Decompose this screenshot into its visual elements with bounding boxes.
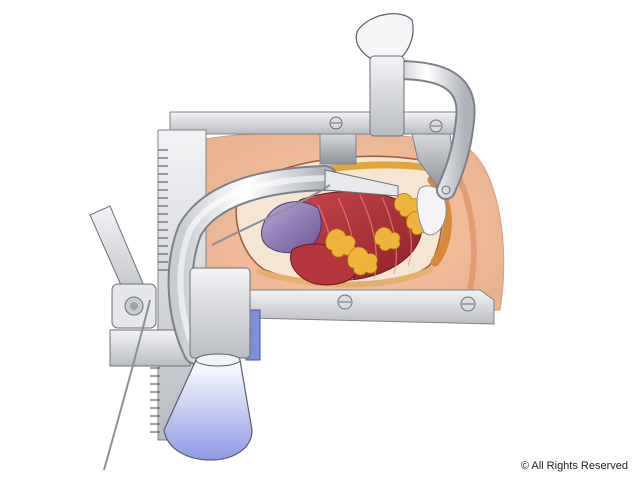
crank-handle	[89, 205, 191, 367]
retractor-frame-bottom	[245, 289, 495, 361]
flexible-arm-left	[163, 165, 399, 461]
flexible-arm-right	[355, 13, 476, 200]
copyright-notice: © All Rights Reserved	[520, 460, 628, 472]
suction-cord	[103, 299, 151, 471]
